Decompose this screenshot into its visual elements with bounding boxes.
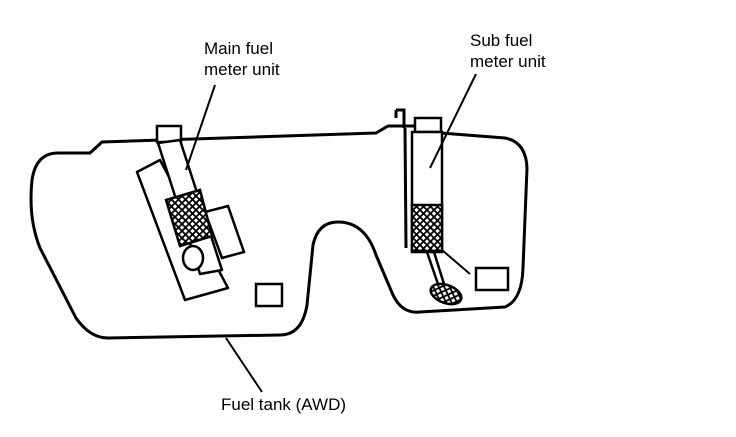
sub-unit-foot-float [429,282,463,306]
sub-fuel-meter-unit [394,108,471,306]
sub-unit-float [410,203,444,253]
leader-main-unit [185,84,216,171]
sub-unit-wire [403,127,408,249]
fuel-tank-outline [29,124,529,340]
label-sub-fuel-meter-unit: Sub fuel meter unit [470,30,546,72]
sub-unit-hook [394,108,406,128]
leader-tank [225,337,263,393]
tank-sensor-box-right [474,266,510,292]
tank-sensor-box-left [254,282,284,308]
label-sub-line-2: meter unit [470,52,546,71]
leader-sub-unit [429,73,477,169]
main-unit-pump-end [181,244,205,272]
main-unit-float [164,188,214,248]
label-fuel-tank: Fuel tank (AWD) [221,395,347,414]
main-fuel-meter-unit [135,124,246,302]
sub-unit-cap [413,116,443,134]
label-sub-line-1: Sub fuel [470,31,533,50]
label-main-line-2: meter unit [204,60,280,79]
sub-unit-arm-diagonal [441,249,471,275]
main-unit-bracket [203,204,246,260]
sub-unit-arm [425,251,446,285]
label-main-line-1: Main fuel [204,39,273,58]
label-main-fuel-meter-unit: Main fuel meter unit [204,38,280,80]
